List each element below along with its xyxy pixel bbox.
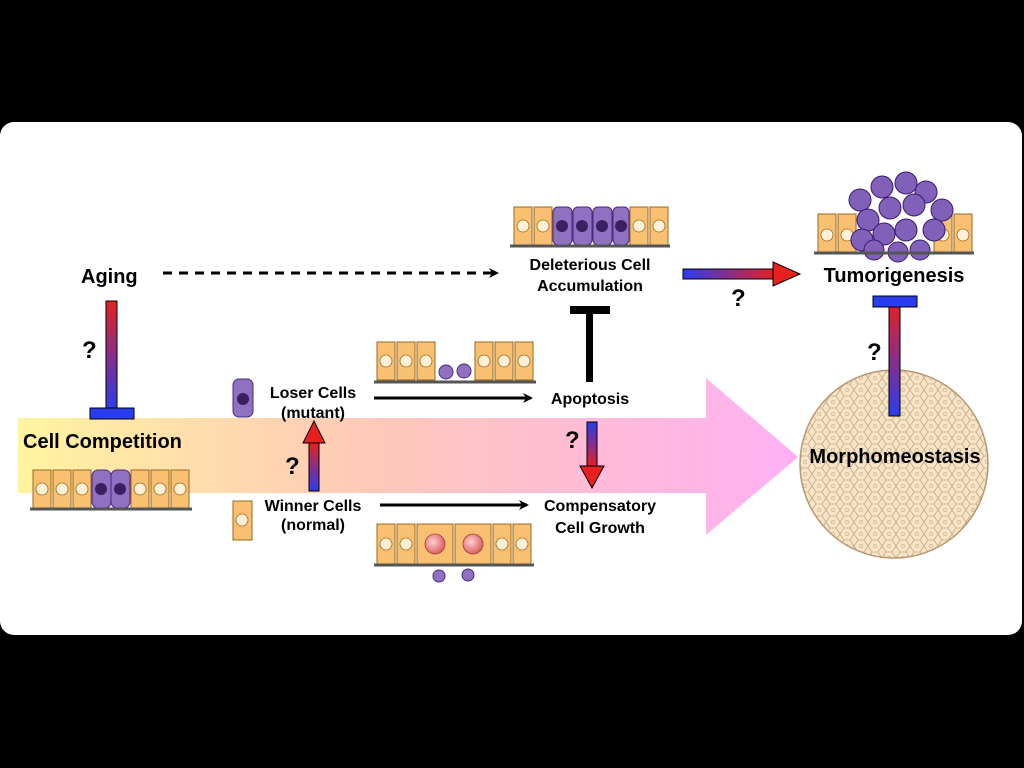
loser-cells-label-line1: Loser Cells xyxy=(270,385,356,402)
winner-to-loser-arrow xyxy=(302,419,326,492)
cell-competition-label: Cell Competition xyxy=(23,431,182,453)
aging-inhibit-bar xyxy=(89,300,135,420)
question-mark-morpho: ? xyxy=(867,339,882,366)
question-mark-apoptosis: ? xyxy=(565,427,580,454)
apoptosis-to-growth-arrow xyxy=(579,421,605,490)
apoptosis-label: Apoptosis xyxy=(551,391,629,408)
aging-label: Aging xyxy=(81,266,138,288)
competition-arrow xyxy=(18,378,798,535)
question-mark-tumor: ? xyxy=(731,285,746,312)
apoptosis-strip xyxy=(374,341,536,384)
question-mark-winner: ? xyxy=(285,453,300,480)
morphomeostasis-label: Morphomeostasis xyxy=(809,446,980,468)
competition-strip xyxy=(30,469,192,511)
winner-cell xyxy=(232,500,253,541)
diagram-panel: Aging Deleterious Cell Accumulation Tumo… xyxy=(0,122,1022,635)
deleterious-to-tumor-arrow xyxy=(682,261,802,287)
deleterious-label-line2: Accumulation xyxy=(537,278,643,295)
morpho-inhibit-bar xyxy=(872,295,918,417)
winner-cells-label-line1: Winner Cells xyxy=(265,498,362,515)
compensatory-label-line2: Cell Growth xyxy=(555,520,645,537)
compensatory-label-line1: Compensatory xyxy=(544,498,656,515)
question-mark-aging: ? xyxy=(82,337,97,364)
compensatory-strip xyxy=(374,523,534,583)
tumor-strip xyxy=(814,171,974,263)
deleterious-cell-strip xyxy=(510,206,670,248)
deleterious-label-line1: Deleterious Cell xyxy=(530,257,651,274)
winner-cells-label-line2: (normal) xyxy=(281,517,345,534)
cell-competition-diagram: Aging Deleterious Cell Accumulation Tumo… xyxy=(18,171,989,583)
loser-cell xyxy=(232,378,254,418)
loser-cells-label-line2: (mutant) xyxy=(281,405,345,422)
apoptosis-inhibit-bar xyxy=(570,306,610,382)
tumorigenesis-label: Tumorigenesis xyxy=(824,265,965,287)
